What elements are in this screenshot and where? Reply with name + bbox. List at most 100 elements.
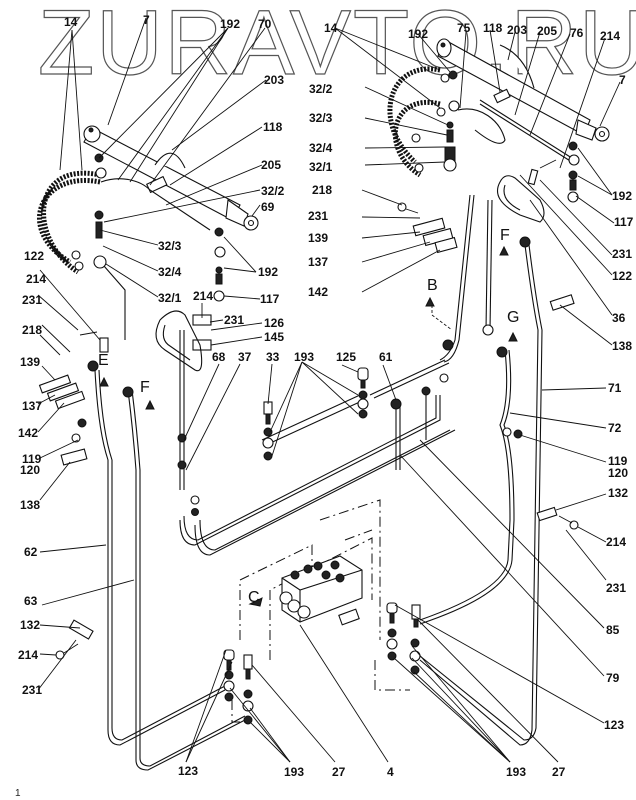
- callout: 203: [264, 73, 284, 87]
- right-hydraulic-cylinder: [436, 38, 610, 142]
- central-pipes: [179, 359, 456, 556]
- callout: 214: [26, 272, 46, 286]
- callout: 192: [220, 17, 240, 31]
- callout: 14: [64, 15, 78, 29]
- callout: 62: [24, 545, 38, 559]
- callout: 85: [606, 623, 620, 637]
- callout: 32/1: [309, 160, 333, 174]
- view-letter-c: C: [248, 589, 260, 606]
- left-hydraulic-cylinder: [83, 125, 259, 231]
- callout: 123: [178, 764, 198, 778]
- callout: 32/3: [158, 239, 182, 253]
- callout: 4: [387, 765, 394, 779]
- callout: 137: [308, 255, 328, 269]
- watermark: ZURAVTO.RU: [38, 0, 636, 94]
- callout: 203: [507, 23, 527, 37]
- arrow-up-icon: [499, 245, 509, 256]
- callout: 36: [612, 311, 626, 325]
- callout: 231: [22, 293, 42, 307]
- callout: 118: [483, 21, 503, 35]
- callout: 193: [506, 765, 526, 779]
- callout: 79: [606, 671, 620, 685]
- callout: 205: [261, 158, 281, 172]
- callout: 7: [619, 73, 626, 87]
- callout: 214: [18, 648, 38, 662]
- left-pipe-loop: [155, 310, 203, 516]
- callout: 32/4: [158, 265, 182, 279]
- callout: 214: [606, 535, 626, 549]
- callout: 32/1: [158, 291, 182, 305]
- callout: 72: [608, 421, 622, 435]
- callout: 120: [608, 466, 628, 480]
- callout: 231: [224, 313, 244, 327]
- callout: 32/4: [309, 141, 333, 155]
- callout: 138: [612, 339, 632, 353]
- callout: 139: [308, 231, 328, 245]
- callout-labels: 14 7 192 70 203 118 205 32/2 69 32/3 32/…: [18, 13, 634, 779]
- right-clamp-brackets: [397, 202, 579, 530]
- view-letter-e: F: [140, 379, 150, 396]
- callout: 120: [20, 463, 40, 477]
- callout: 218: [312, 183, 332, 197]
- callout: 63: [24, 594, 38, 608]
- callout: 27: [332, 765, 346, 779]
- callout: 32/2: [261, 184, 285, 198]
- callout: 37: [238, 350, 252, 364]
- page-number: 1: [15, 788, 21, 799]
- callout: 33: [266, 350, 280, 364]
- control-valve-block: [239, 499, 381, 660]
- callout: 70: [258, 17, 272, 31]
- arrow-up-icon: [99, 376, 109, 387]
- callout: 142: [18, 426, 38, 440]
- view-letter-f: F: [500, 227, 510, 244]
- callout: 192: [408, 27, 428, 41]
- callout: 192: [612, 189, 632, 203]
- right-fittings: [443, 70, 580, 203]
- callout: 126: [264, 316, 284, 330]
- left-fittings: [93, 153, 226, 340]
- callout: 117: [614, 215, 634, 229]
- callout: 75: [457, 21, 471, 35]
- right-pipe-loop: [419, 175, 545, 746]
- callout: 132: [20, 618, 40, 632]
- callout: 76: [570, 26, 584, 40]
- callout: 69: [261, 200, 275, 214]
- callout: 14: [324, 21, 338, 35]
- callout: 118: [263, 120, 283, 134]
- callout: 231: [606, 581, 626, 595]
- view-markers: E F B F G C: [98, 227, 519, 607]
- callout: 125: [336, 350, 356, 364]
- callout: 214: [193, 289, 213, 303]
- leader-lines: [37, 17, 621, 763]
- arrow-up-icon: [425, 296, 435, 307]
- callout: 123: [604, 718, 624, 732]
- arrow-left-icon: [248, 597, 263, 607]
- callout: 7: [143, 13, 150, 27]
- center-fittings: [262, 367, 449, 461]
- callout: 231: [612, 247, 632, 261]
- callout: 71: [608, 381, 622, 395]
- callout: 214: [600, 29, 620, 43]
- callout: 68: [212, 350, 226, 364]
- view-letter-g: G: [507, 309, 519, 326]
- callout: 61: [379, 350, 393, 364]
- left-hose-pair: [37, 170, 101, 275]
- callout: 137: [22, 399, 42, 413]
- bottom-fittings: [223, 602, 421, 725]
- callout: 132: [608, 486, 628, 500]
- callout: 193: [294, 350, 314, 364]
- callout: 27: [552, 765, 566, 779]
- callout: 231: [22, 683, 42, 697]
- callout: 119: [22, 452, 42, 466]
- callout: 193: [284, 765, 304, 779]
- callout: 139: [20, 355, 40, 369]
- arrow-up-icon: [145, 399, 155, 410]
- callout: 231: [308, 209, 328, 223]
- callout: 205: [537, 24, 557, 38]
- callout: 117: [260, 292, 280, 306]
- right-hose-pair: [387, 66, 450, 178]
- callout: 32/2: [309, 82, 333, 96]
- callout: 122: [612, 269, 632, 283]
- callout: 145: [264, 330, 284, 344]
